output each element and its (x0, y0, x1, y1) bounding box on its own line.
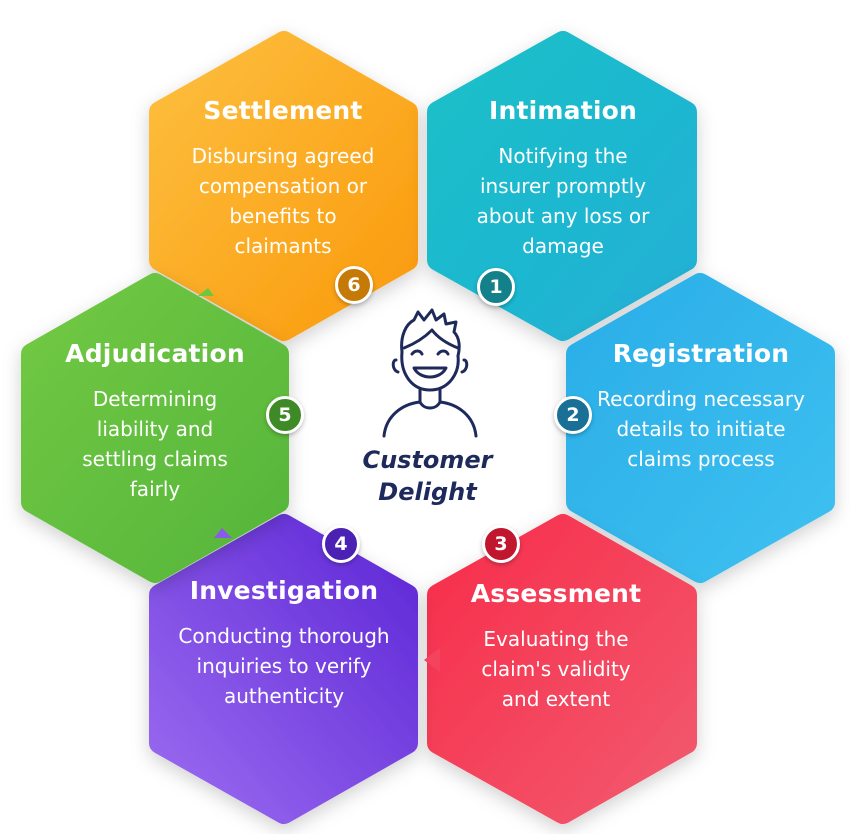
adjudication-description: Determining liability and settling claim… (82, 387, 228, 501)
step-2-badge: 2 (554, 396, 592, 434)
registration-card: Registration Recording necessary details… (576, 338, 826, 474)
center-label-line1: Customer (362, 446, 493, 474)
assessment-card: Assessment Evaluating the claim's validi… (431, 578, 681, 714)
step-1-badge: 1 (477, 268, 515, 306)
settlement-hexagon (149, 31, 418, 341)
step-4-badge: 4 (322, 525, 360, 563)
intimation-description: Notifying the insurer promptly about any… (476, 144, 650, 258)
assessment-pointer (424, 648, 440, 672)
step-3-badge: 3 (482, 525, 520, 563)
intimation-title: Intimation (488, 96, 638, 125)
settlement-description: Disbursing agreed compensation or benefi… (191, 144, 375, 258)
step-6-badge: 6 (335, 266, 373, 304)
investigation-pointer (214, 528, 232, 538)
investigation-card: Investigation Conducting thorough inquir… (159, 575, 409, 711)
registration-description: Recording necessary details to initiate … (597, 387, 805, 471)
adjudication-hexagon (21, 273, 289, 583)
center-label: Customer Delight (345, 444, 510, 508)
assessment-title: Assessment (470, 579, 642, 608)
intimation-card: Intimation Notifying the insurer promptl… (438, 95, 688, 261)
intimation-hexagon (427, 31, 697, 341)
assessment-description: Evaluating the claim's validity and exte… (481, 627, 631, 711)
smiling-person-icon (382, 308, 478, 438)
settlement-title: Settlement (203, 96, 363, 125)
investigation-hexagon (149, 514, 418, 824)
settlement-card: Settlement Disbursing agreed compensatio… (158, 95, 408, 261)
intimation-pointer (612, 292, 640, 306)
registration-title: Registration (612, 339, 790, 368)
registration-hexagon (566, 273, 835, 583)
step-5-badge: 5 (266, 396, 304, 434)
assessment-hexagon (427, 514, 697, 824)
investigation-title: Investigation (189, 576, 379, 605)
adjudication-card: Adjudication Determining liability and s… (30, 338, 280, 504)
center-label-line2: Delight (378, 478, 477, 506)
adjudication-pointer (198, 288, 214, 296)
investigation-description: Conducting thorough inquiries to verify … (178, 624, 390, 708)
adjudication-title: Adjudication (65, 339, 245, 368)
